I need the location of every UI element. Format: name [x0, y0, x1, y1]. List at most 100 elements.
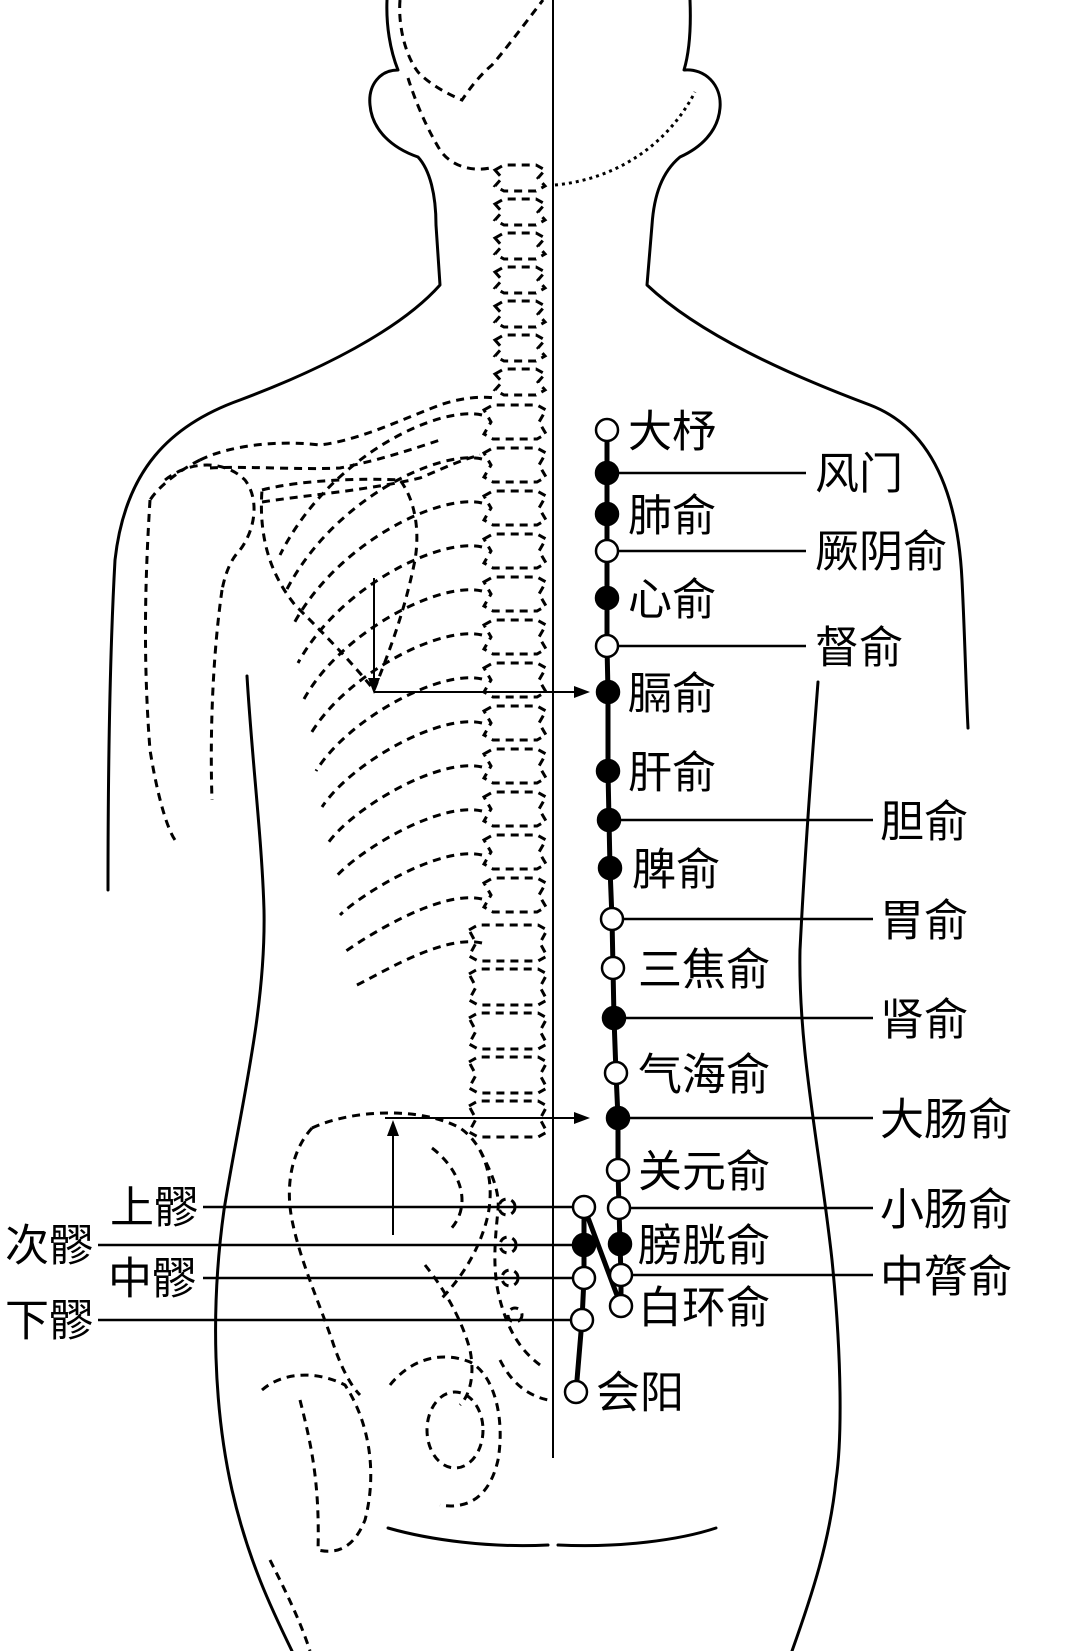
lumbar-vertebra — [469, 969, 547, 1005]
arrow-right-head — [574, 1112, 590, 1124]
thoracic-vertebra — [484, 620, 546, 654]
acupoint-shenshu-marker — [603, 1007, 625, 1029]
rib — [352, 942, 482, 987]
mastoid-outline — [408, 78, 490, 169]
thoracic-vertebra — [484, 749, 546, 783]
acupoint-dazhu-label: 大杼 — [628, 407, 716, 458]
cervical-vertebra — [495, 199, 545, 225]
ilium-lateral — [289, 1128, 360, 1395]
acupoint-xinshu-marker — [596, 587, 618, 609]
acupoint-baihuanshu-label: 白环俞 — [638, 1283, 770, 1334]
acupoint-geshu-label: 膈俞 — [628, 669, 716, 720]
acupoint-feishu-marker — [596, 503, 618, 525]
thoracic-vertebra — [484, 706, 546, 740]
acupoint-xiaochangshu-label: 小肠俞 — [880, 1185, 1012, 1236]
right-buttock-fold — [558, 1528, 716, 1546]
ilium-inner-arc — [432, 1148, 462, 1232]
acupoint-zhongliao-marker — [573, 1267, 595, 1289]
cervical-vertebra — [495, 369, 545, 395]
cervical-vertebra — [495, 301, 545, 327]
scapula-outline — [261, 479, 416, 690]
rib — [340, 854, 482, 915]
acupoint-sanjiaoshu-marker — [602, 957, 624, 979]
acupoint-fengmen-marker — [596, 462, 618, 484]
lumbar-vertebra — [469, 1013, 547, 1049]
coccyx — [500, 1360, 548, 1400]
cervical-vertebra — [495, 233, 545, 259]
thoracic-vertebra — [484, 835, 546, 869]
humerus-head — [165, 465, 254, 590]
acupoint-markers — [565, 419, 632, 1403]
acupoint-jueyinshu-label: 厥阴俞 — [815, 527, 947, 578]
acupoint-danshu-label: 胆俞 — [880, 797, 968, 848]
acupoint-xialiao-marker — [571, 1309, 593, 1331]
thoracic-vertebra — [484, 792, 546, 826]
left-buttock-fold — [388, 1528, 548, 1546]
rib — [322, 722, 482, 807]
acupoint-xialiao-label: 下髎 — [5, 1296, 93, 1347]
acupoint-huiyang-label: 会阳 — [596, 1368, 684, 1419]
thoracic-vertebra — [484, 405, 546, 439]
skull-outline — [400, 0, 543, 100]
acupoint-shangliao-marker — [573, 1196, 595, 1218]
rib — [292, 502, 482, 627]
acupoint-weishu-label: 胃俞 — [880, 896, 968, 947]
jaw-dotted-line — [555, 92, 695, 185]
acupoint-ciliao-label: 次髎 — [5, 1221, 93, 1272]
acupoint-dushu-marker — [596, 635, 618, 657]
acupoint-shenshu-label: 肾俞 — [880, 995, 968, 1046]
thoracic-vertebra — [484, 878, 546, 912]
acupoint-zhongliao-label: 中髎 — [108, 1254, 196, 1305]
acupoint-zhonglushu-label: 中膂俞 — [880, 1252, 1012, 1303]
acupoint-feishu-label: 肺俞 — [628, 491, 716, 542]
acupoint-ganshu-marker — [597, 760, 619, 782]
acupoint-xiaochangshu-marker — [608, 1197, 630, 1219]
acupoint-geshu-marker — [597, 681, 619, 703]
arrow-scapula-angle-to-geshu — [368, 578, 590, 698]
acupoint-huiyang-marker — [565, 1381, 587, 1403]
acupoint-sanjiaoshu-label: 三焦俞 — [638, 945, 770, 996]
humerus-inner — [211, 590, 222, 800]
acupoint-jueyinshu-marker — [596, 540, 618, 562]
acupoint-dazhu-marker — [596, 419, 618, 441]
acupoint-dushu-label: 督俞 — [815, 623, 903, 674]
cervical-vertebra — [495, 335, 545, 361]
acupoint-weishu-marker — [601, 908, 623, 930]
rib — [286, 458, 482, 591]
rib — [304, 590, 482, 699]
rib — [310, 634, 482, 735]
clavicle-upper — [200, 397, 495, 460]
acupoint-fengmen-label: 风门 — [815, 449, 903, 500]
acupoint-dachangshu-marker — [607, 1107, 629, 1129]
rib — [280, 414, 482, 555]
cervical-vertebra — [495, 267, 545, 293]
arrow-up-head — [387, 1120, 399, 1136]
left-torso-outline — [216, 676, 292, 1651]
acupoint-pishu-label: 脾俞 — [632, 845, 720, 896]
arrow-right-head — [574, 686, 590, 698]
obturator-foramen — [427, 1392, 483, 1468]
acupoint-dachangshu-label: 大肠俞 — [880, 1095, 1012, 1146]
thoracic-vertebra — [484, 491, 546, 525]
acupoint-ganshu-label: 肝俞 — [628, 748, 716, 799]
femur-lower — [270, 1560, 310, 1651]
acupoint-pangguangshu-marker — [609, 1233, 631, 1255]
acupoint-danshu-marker — [598, 809, 620, 831]
humerus-outer — [145, 500, 175, 840]
arrow-iliac-crest-to-dachangshu — [385, 1112, 590, 1235]
acupoint-pangguangshu-label: 膀胱俞 — [638, 1221, 770, 1272]
acupoint-guanyuanshu-label: 关元俞 — [638, 1147, 770, 1198]
acupoint-shangliao-label: 上髎 — [110, 1183, 198, 1234]
thoracic-vertebra — [484, 534, 546, 568]
acupoint-guanyuanshu-marker — [607, 1159, 629, 1181]
cervical-vertebra — [495, 165, 545, 191]
femur-shaft — [300, 1400, 318, 1550]
acupoint-qihaishu-label: 气海俞 — [638, 1050, 770, 1101]
acupoint-qihaishu-marker — [605, 1062, 627, 1084]
lumbar-vertebra — [469, 1057, 547, 1093]
hip-socket — [425, 1265, 472, 1405]
femur-head — [262, 1375, 371, 1551]
acupoint-ciliao-marker — [573, 1234, 595, 1256]
acupoint-zhonglushu-marker — [610, 1264, 632, 1286]
